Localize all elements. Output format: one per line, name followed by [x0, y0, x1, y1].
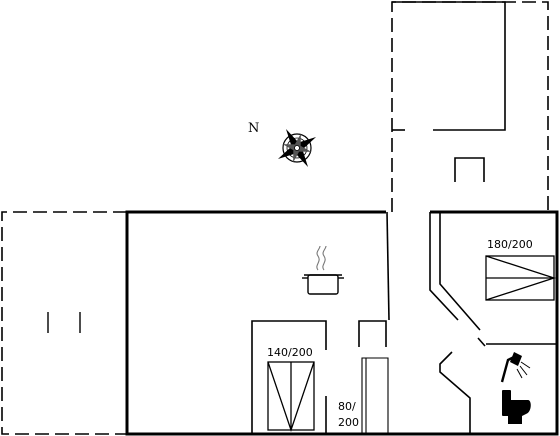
bedroom-1-walls	[251, 320, 327, 434]
bed-label-200: 200	[338, 416, 359, 429]
alcove-bed	[361, 357, 389, 435]
terrace-left	[1, 211, 127, 435]
terrace-left-marks	[47, 312, 81, 333]
interior-walls	[386, 211, 556, 434]
cabinet	[358, 320, 387, 347]
bed-label-180-200: 180/200	[487, 238, 533, 251]
toilet-icon	[502, 390, 531, 424]
bed-label-140-200: 140/200	[267, 346, 313, 359]
compass-rose-icon	[277, 128, 317, 168]
compass-north-label: N	[248, 121, 259, 136]
terrace-upper-right	[391, 1, 549, 212]
shower-icon	[500, 352, 531, 383]
double-bed-180	[485, 255, 557, 301]
bed-label-80: 80/	[338, 400, 356, 413]
exterior-walls	[125, 210, 559, 436]
double-bed-140	[267, 361, 315, 433]
cooking-pot-icon	[302, 245, 344, 295]
terrace-inner-lines	[392, 1, 506, 182]
